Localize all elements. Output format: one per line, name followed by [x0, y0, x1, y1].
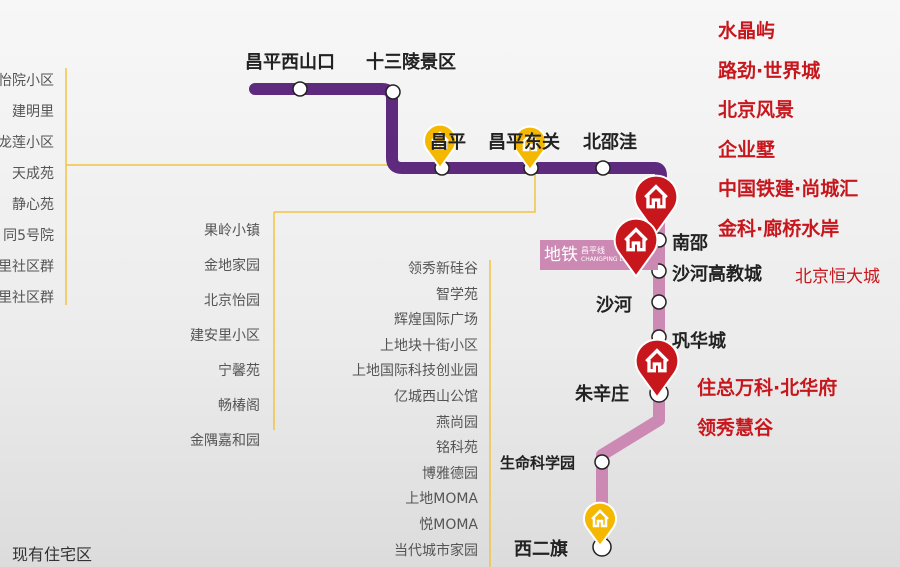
badge-sub: 昌平线 CHANGPING LINE — [581, 246, 633, 264]
station-label: 沙河高教城 — [672, 264, 762, 285]
residential-item: 同5号院 — [3, 228, 54, 244]
residential-item: 里社区群 — [0, 290, 54, 306]
new-project[interactable]: 中国铁建·尚城汇 — [718, 178, 859, 200]
station-label: 十三陵景区 — [366, 52, 456, 73]
residential-item: 北京怡园 — [204, 293, 260, 309]
badge-label: 地铁 — [544, 245, 578, 265]
residential-list-3: 领秀新硅谷 智学苑 辉煌国际广场 上地块十街小区 上地国际科技创业园 亿城西山公… — [352, 257, 478, 564]
station-label: 沙河 — [596, 295, 632, 316]
residential-item: 燕尚园 — [436, 414, 478, 431]
residential-item: 天成苑 — [12, 166, 54, 182]
new-project[interactable]: 水晶屿 — [718, 20, 776, 42]
station-label: 巩华城 — [672, 331, 726, 352]
legend-existing-residential: 现有住宅区 — [12, 545, 93, 564]
station-dot[interactable] — [651, 294, 667, 310]
existing-home-pin[interactable] — [582, 500, 618, 548]
new-project[interactable]: 企业墅 — [718, 138, 776, 161]
new-project-pin[interactable] — [632, 336, 682, 400]
residential-item: 上地国际科技创业园 — [352, 363, 478, 380]
station-label: 生命科学园 — [500, 454, 576, 472]
new-project[interactable]: 北京风景 — [718, 99, 795, 121]
station-dot[interactable] — [292, 81, 308, 97]
residential-item: 领秀新硅谷 — [408, 261, 478, 277]
station-dot[interactable] — [594, 454, 610, 470]
new-project-pin[interactable] — [631, 172, 681, 236]
badge-line-en: CHANGPING LINE — [581, 256, 633, 263]
connector-lines — [65, 68, 536, 567]
new-project[interactable]: 路劲·世界城 — [718, 59, 821, 82]
station-label: 北邵洼 — [583, 132, 637, 153]
new-project-list: 水晶屿 路劲·世界城 北京风景 企业墅 中国铁建·尚城汇 金科·廊桥水岸 — [718, 12, 858, 249]
existing-home-pin[interactable] — [422, 122, 458, 170]
station-label: 西二旗 — [514, 539, 568, 560]
residential-item: 金地家园 — [204, 258, 260, 274]
station-label: 朱辛庄 — [575, 384, 629, 405]
residential-list-2: 果岭小镇 金地家园 北京怡园 建安里小区 宁馨苑 畅椿阁 金隅嘉和园 — [190, 214, 260, 459]
residential-item: 建安里小区 — [190, 328, 260, 344]
new-project-pin[interactable] — [611, 215, 661, 279]
residential-item: 博雅德园 — [422, 465, 478, 482]
residential-item: 果岭小镇 — [204, 223, 260, 239]
residential-item: 怡院小区 — [0, 73, 54, 89]
new-project-list-zhuxinzhuang: 住总万科·北华府 领秀慧谷 — [697, 368, 837, 448]
residential-list-1: 怡院小区 建明里 龙莲小区 天成苑 静心苑 同5号院 里社区群 里社区群 — [0, 66, 54, 314]
residential-item: 铭科苑 — [436, 440, 478, 457]
existing-home-pin[interactable] — [512, 124, 548, 172]
residential-item: 辉煌国际广场 — [394, 312, 478, 329]
residential-item: 宁馨苑 — [218, 363, 260, 379]
station-label: 南邵 — [672, 233, 708, 254]
new-project[interactable]: 住总万科·北华府 — [697, 377, 838, 399]
new-project[interactable]: 领秀慧谷 — [697, 417, 774, 439]
residential-item: 上地块十街小区 — [380, 337, 478, 354]
residential-item: 智学苑 — [436, 286, 478, 303]
residential-item: 龙莲小区 — [0, 135, 54, 151]
residential-item: 上地MOMA — [405, 491, 478, 508]
residential-item: 建明里 — [12, 104, 54, 120]
residential-item: 当代城市家园 — [394, 542, 478, 559]
residential-item: 畅椿阁 — [218, 398, 260, 414]
residential-item: 静心苑 — [12, 197, 54, 213]
station-label: 昌平 — [430, 132, 466, 153]
residential-item: 金隅嘉和园 — [190, 433, 260, 449]
station-label: 昌平西山口 — [245, 52, 335, 73]
residential-item: 里社区群 — [0, 259, 54, 275]
residential-item: 悦MOMA — [419, 516, 478, 533]
badge-line-name: 昌平线 — [581, 246, 605, 255]
station-dot[interactable] — [385, 84, 401, 100]
new-project[interactable]: 金科·廊桥水岸 — [718, 217, 840, 240]
station-label: 昌平东关 — [488, 132, 560, 153]
residential-item: 亿城西山公馆 — [394, 388, 478, 405]
station-dot[interactable] — [595, 160, 611, 176]
new-project[interactable]: 北京恒大城 — [795, 267, 880, 287]
